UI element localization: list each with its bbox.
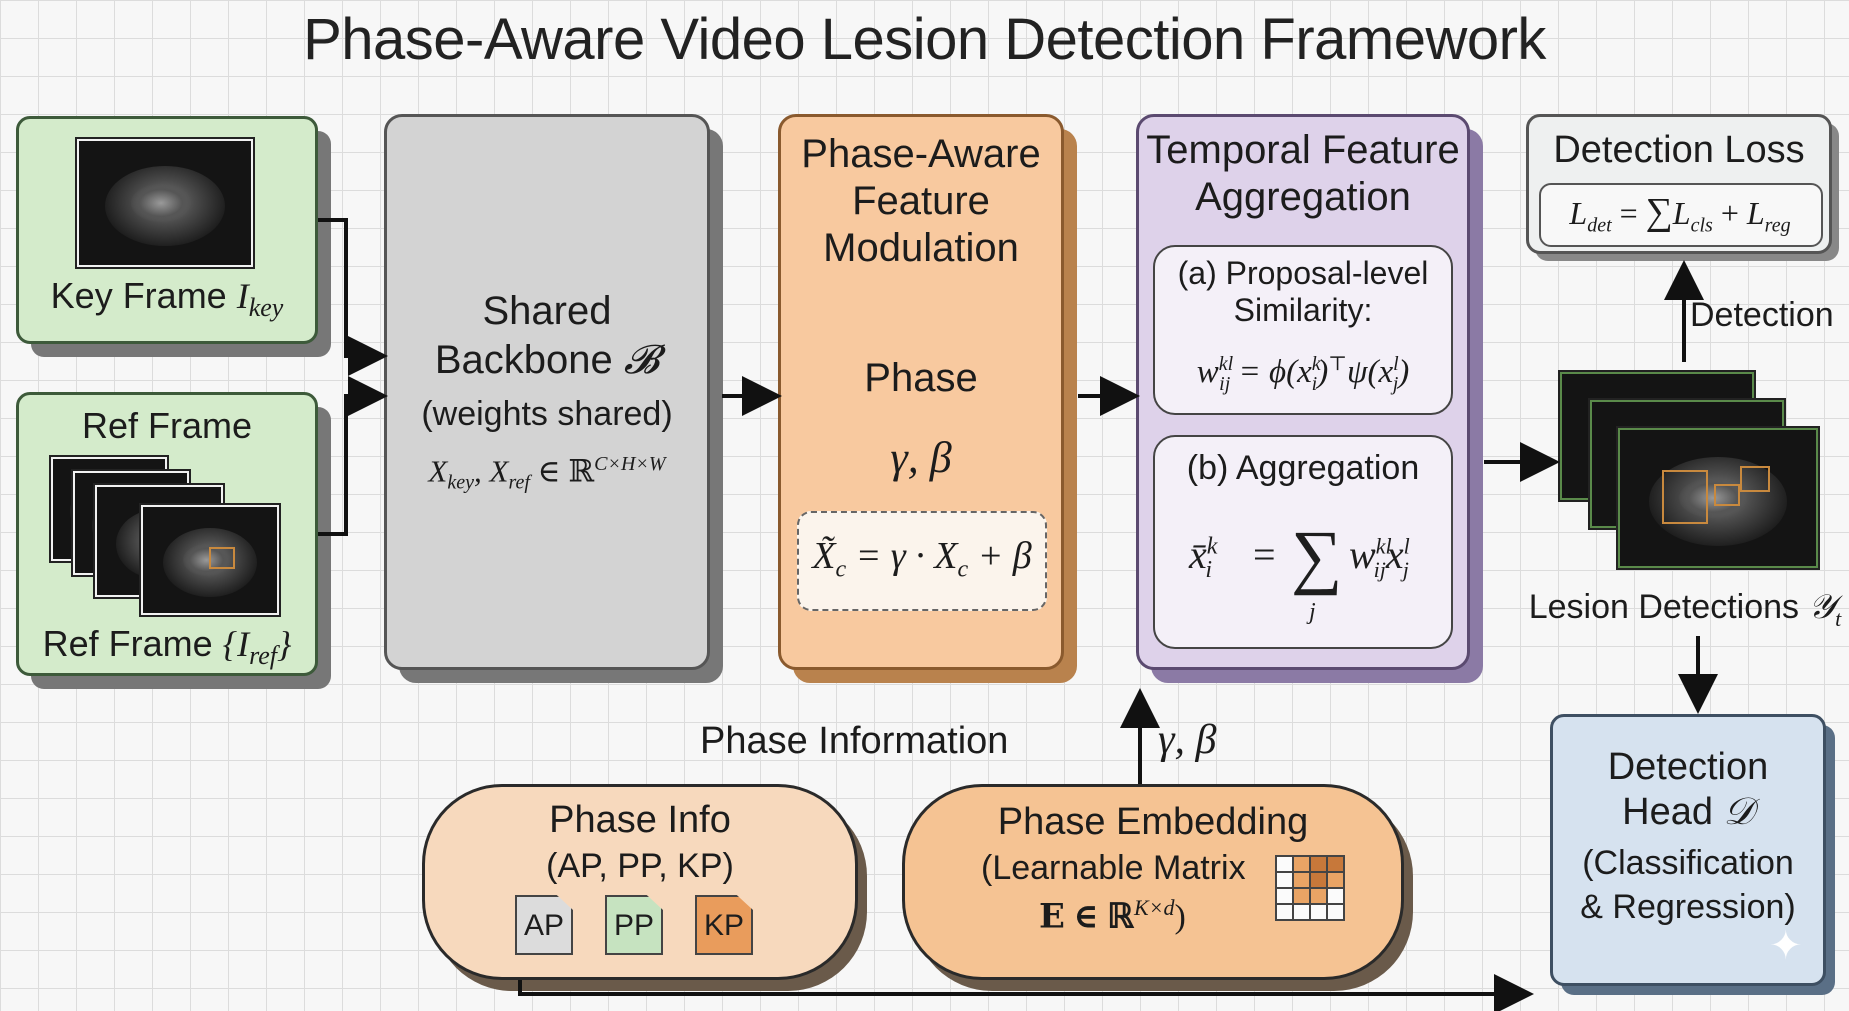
aggregation-title: Temporal Feature Aggregation [1146,128,1460,219]
ref-frame-heading: Ref Frame [81,405,253,446]
embedding-arrow-label: γ, β [1158,717,1217,763]
modulation-title: Phase-Aware Feature Modulation [801,132,1041,270]
modulation-params: γ, β [890,433,952,482]
arrow-ref-to-backbone [318,376,388,536]
modulation-phase-label: Phase [864,356,978,400]
detection-head-card: Detection Head 𝒟 (Classification & Regre… [1550,714,1826,986]
ap-doc-icon: AP [515,895,573,955]
arrow-key-to-backbone [318,218,388,376]
embedding-line2: (Learnable Matrix [981,849,1246,887]
detection-head-title: Detection Head 𝒟 [1607,746,1769,833]
sparkle-icon: ✦ [1769,924,1803,968]
ref-frame-image-4 [141,505,279,615]
phase-embedding-pill: Phase Embedding (Learnable Matrix 𝐄 ∈ ℝK… [902,784,1404,980]
aggregation-formula: x̄ki = ∑ j wklijxlj [1189,516,1410,625]
aggregation-box: (b) Aggregation x̄ki = ∑ j wklijxlj [1153,435,1453,649]
similarity-formula: wklij = ϕ(xki)⊤ψ(xlj) [1196,353,1410,395]
page-title: Phase-Aware Video Lesion Detection Frame… [303,7,1546,72]
similarity-box: (a) Proposal-level Similarity: wklij = ϕ… [1153,245,1453,415]
detection-head-note: (Classification & Regression) [1580,844,1796,927]
phase-info-subtitle: (AP, PP, KP) [546,847,734,885]
embedding-formula: 𝐄 ∈ ℝK×d) [1039,895,1186,936]
key-frame-image [77,139,253,267]
lesion-frame-3 [1618,428,1818,568]
backbone-note: (weights shared) [421,395,673,433]
aggregation-label: (b) Aggregation [1186,449,1420,487]
backbone-title: Shared Backbone 𝓑 [434,289,660,382]
ref-frame-card: Ref Frame Ref Frame {Iref} [16,392,318,676]
ref-frame-label: Ref Frame {Iref} [42,623,292,671]
detection-loss-title: Detection Loss [1553,129,1805,171]
similarity-label: (a) Proposal-level Similarity: [1177,255,1429,328]
key-frame-card: Key Frame Ikey [16,116,318,344]
lesion-box-1 [1662,470,1708,524]
key-frame-label: Key Frame Ikey [50,275,284,323]
kp-doc-icon: KP [695,895,753,955]
phase-information-label: Phase Information [700,720,1009,762]
detection-loss-formula-box [1539,183,1823,247]
arrow-phaseinfo-to-head [518,974,1534,1011]
matrix-grid-icon [1275,855,1345,921]
shared-backbone-card: Shared Backbone 𝓑 (weights shared) Xkey,… [384,114,710,670]
detection-loss-formula: Ldet = ∑Lcls + Lreg [1569,191,1791,237]
lesion-box-2 [1714,484,1740,506]
detection-loss-card: Detection Loss Ldet = ∑Lcls + Lreg [1526,114,1832,254]
phase-info-pill: Phase Info (AP, PP, KP) AP PP KP [422,784,858,980]
lesion-detections-label: Lesion Detections 𝒴t [1528,588,1842,631]
modulation-formula-box [797,511,1047,611]
temporal-aggregation-card: Temporal Feature Aggregation (a) Proposa… [1136,114,1470,670]
backbone-formula: Xkey, Xref ∈ ℝC×H×W [428,453,666,494]
lesion-box-3 [1740,466,1770,492]
phase-info-title: Phase Info [549,799,731,841]
phase-modulation-card: Phase-Aware Feature Modulation Phase γ, … [778,114,1064,670]
embedding-title: Phase Embedding [997,801,1309,843]
detection-arrow-label: Detection [1690,296,1834,334]
pp-doc-icon: PP [605,895,663,955]
modulation-formula: X̃c = γ · Xc + β [812,535,1032,583]
